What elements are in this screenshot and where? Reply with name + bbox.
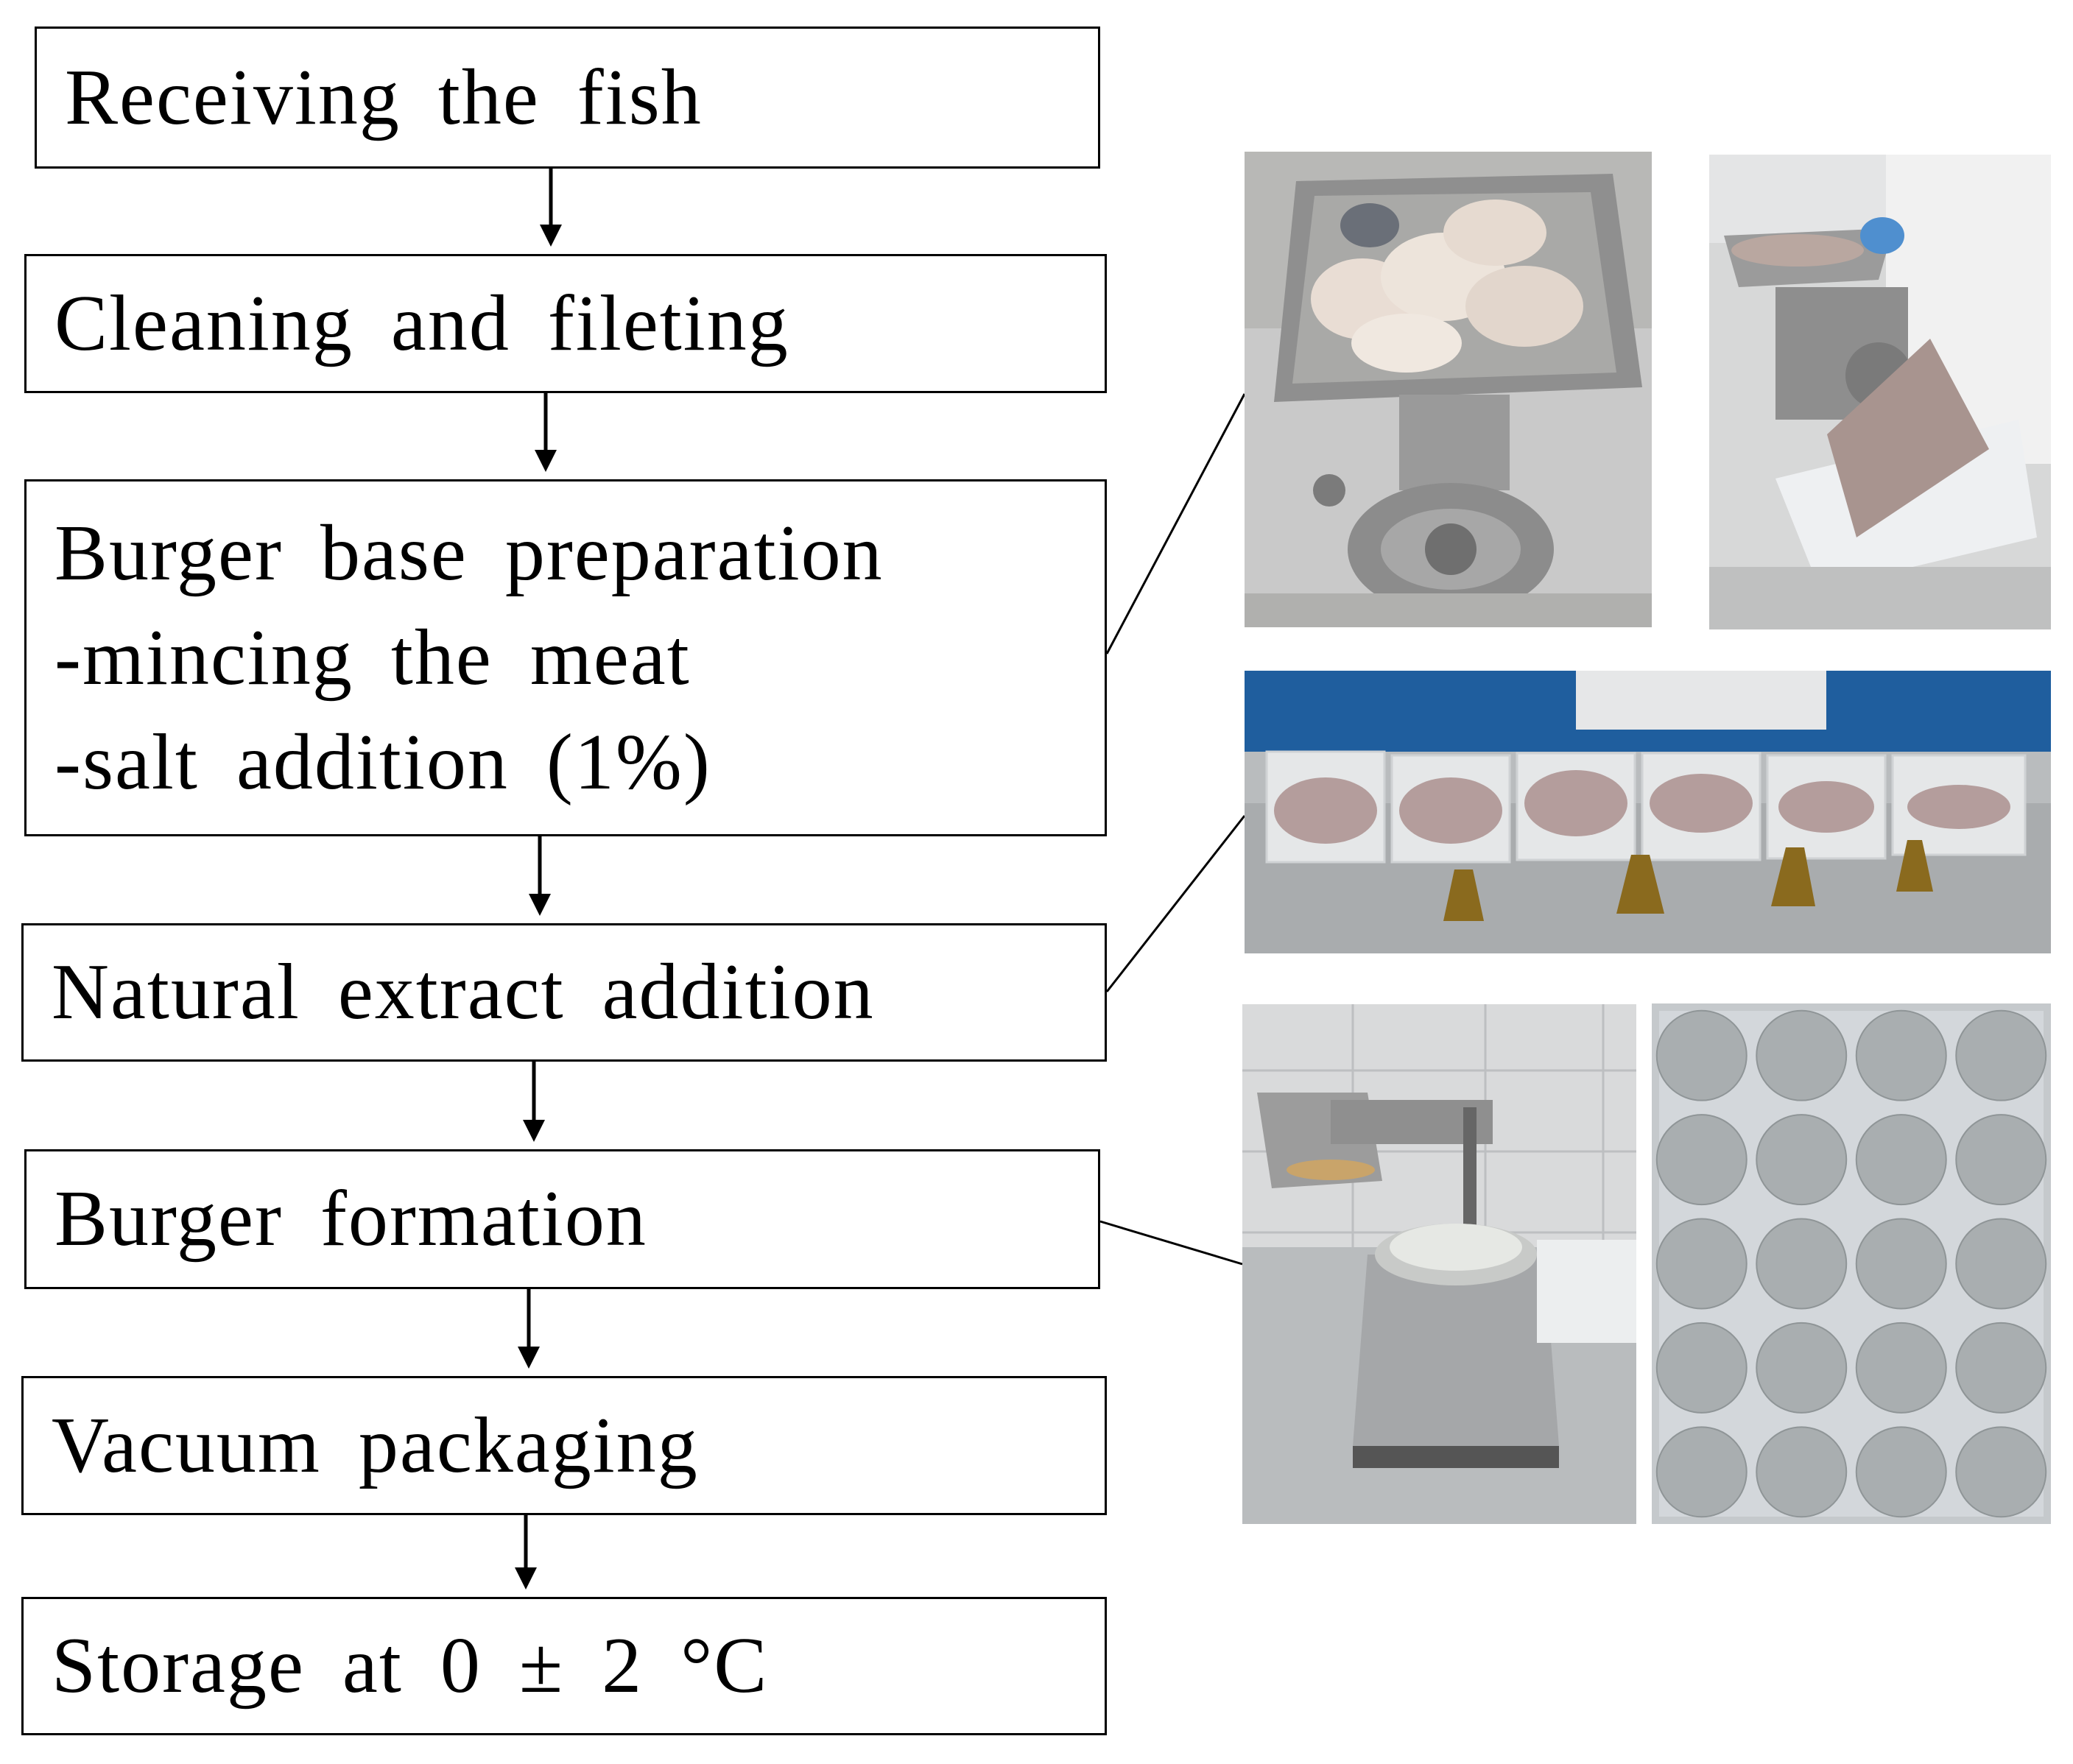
burger-patty xyxy=(1955,1322,2047,1414)
minced-samples-with-extracts-photo xyxy=(1245,671,2051,953)
burger-patty xyxy=(1655,1426,1748,1518)
burger-patty xyxy=(1756,1322,1848,1414)
step-label: Vacuum packaging xyxy=(52,1401,699,1489)
arrowhead-5 xyxy=(518,1347,540,1369)
step-cleaning-fileting: Cleaning and fileting xyxy=(24,254,1107,393)
burger-patty xyxy=(1756,1426,1848,1518)
step-label: Receiving the fish xyxy=(65,53,703,141)
burger-patty xyxy=(1655,1322,1748,1414)
burger-patty xyxy=(1855,1426,1947,1518)
step-sublabel-mincing: -mincing the meat xyxy=(54,613,691,702)
burger-patty xyxy=(1955,1114,2047,1206)
arrowhead-4 xyxy=(523,1120,545,1142)
meat-grinder-fillets-photo xyxy=(1245,152,1652,627)
connector-formation-to-press-photo xyxy=(1099,1220,1243,1266)
connector-base-prep-to-grinder-photo xyxy=(1105,393,1246,655)
burger-patty xyxy=(1855,1322,1947,1414)
connector-extract-to-samples-photo xyxy=(1105,815,1246,992)
burger-patty xyxy=(1655,1009,1748,1101)
formed-burgers-tray-photo xyxy=(1652,1003,2051,1524)
arrowhead-1 xyxy=(540,225,562,247)
step-vacuum-packaging: Vacuum packaging xyxy=(21,1376,1107,1515)
step-receiving-fish: Receiving the fish xyxy=(35,27,1100,169)
burger-patty xyxy=(1655,1114,1748,1206)
step-burger-formation: Burger formation xyxy=(24,1149,1100,1289)
step-label: Burger base preparation xyxy=(54,509,884,597)
step-sublabel-salt: -salt addition (1%) xyxy=(54,718,711,806)
arrowhead-2 xyxy=(535,450,557,472)
burger-patty xyxy=(1756,1114,1848,1206)
step-burger-base-preparation: Burger base preparation -mincing the mea… xyxy=(24,479,1107,836)
mincing-in-progress-photo xyxy=(1709,155,2051,629)
burger-patty xyxy=(1756,1009,1848,1101)
burger-patty xyxy=(1855,1009,1947,1101)
step-label: Cleaning and fileting xyxy=(54,279,789,367)
step-label: Natural extract addition xyxy=(52,948,875,1036)
burger-patty xyxy=(1955,1009,2047,1101)
burger-patty xyxy=(1955,1426,2047,1518)
step-storage: Storage at 0 ± 2 °C xyxy=(21,1597,1107,1735)
burger-patty xyxy=(1756,1218,1848,1310)
arrowhead-3 xyxy=(529,894,551,916)
step-label: Storage at 0 ± 2 °C xyxy=(52,1622,769,1710)
burger-patty xyxy=(1655,1218,1748,1310)
arrowhead-6 xyxy=(515,1567,537,1590)
burger-press-photo xyxy=(1242,1004,1636,1524)
burger-patty xyxy=(1855,1114,1947,1206)
step-label: Burger formation xyxy=(54,1175,647,1263)
burger-patty xyxy=(1855,1218,1947,1310)
step-natural-extract-addition: Natural extract addition xyxy=(21,923,1107,1062)
burger-patty xyxy=(1955,1218,2047,1310)
